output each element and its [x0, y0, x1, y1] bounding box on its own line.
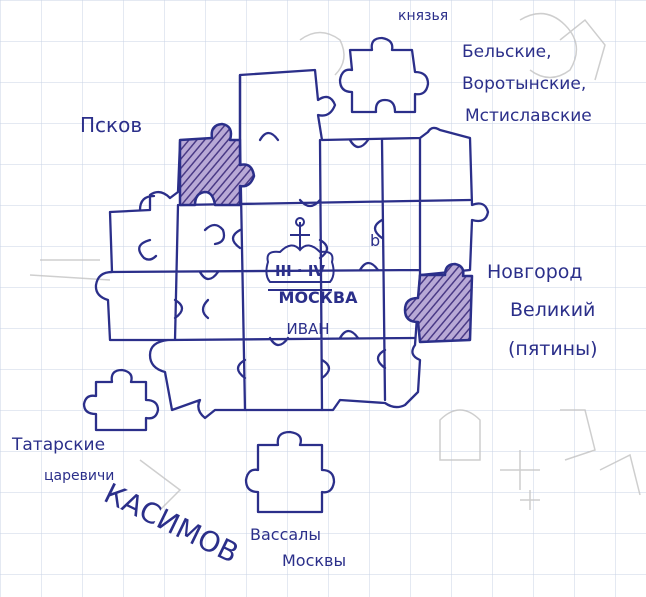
small-mark: b [370, 231, 380, 250]
center-city-label: МОСКВА [279, 288, 359, 307]
novgorod-label-line-2: Великий [510, 299, 595, 321]
princes-list-line-2: Воротынские, [462, 74, 586, 94]
crown-numerals: III · IV [275, 262, 325, 280]
novgorod-label-line-3: (пятины) [508, 338, 598, 360]
pskov-label: Псков [80, 113, 142, 137]
tatar-label-line-2: царевичи [44, 468, 114, 484]
vassals-label-line-1: Вассалы [250, 525, 321, 544]
novgorod-label-line-1: Новгород [487, 261, 583, 283]
center-ruler-label: ИВАН [286, 320, 329, 338]
knyazya-label: князья [398, 8, 448, 24]
princes-list-line-3: Мстиславские [465, 106, 592, 126]
princes-list-line-1: Бельские, [462, 42, 552, 62]
vassals-label-line-2: Москвы [282, 551, 346, 570]
tatar-label-line-1: Татарские [11, 435, 105, 455]
